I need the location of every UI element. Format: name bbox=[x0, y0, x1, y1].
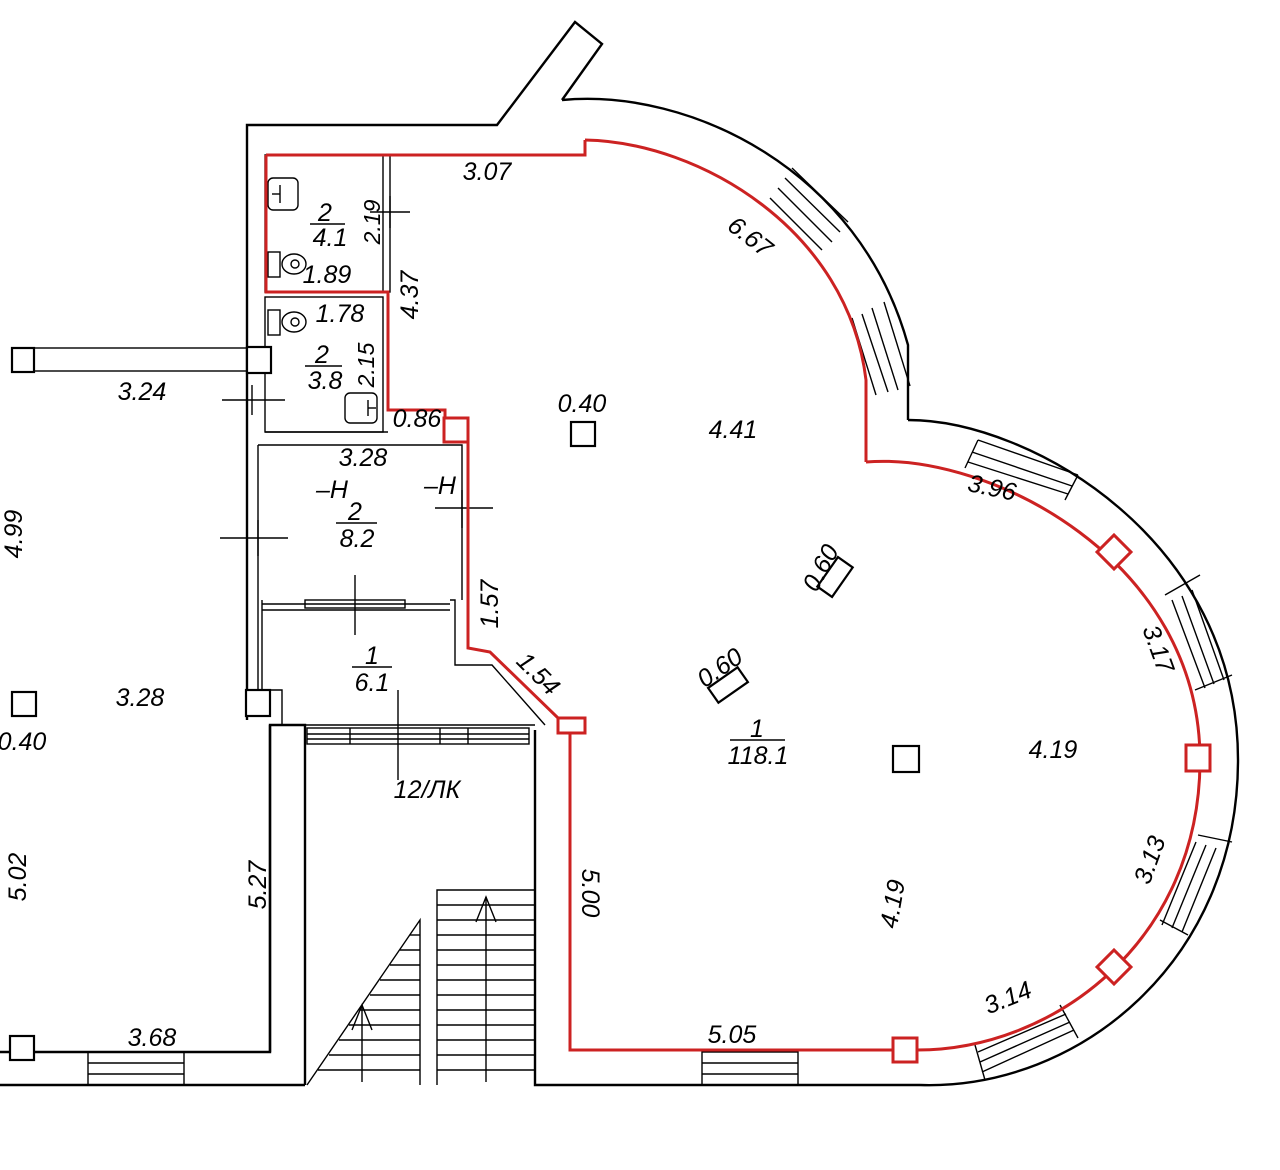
dimension-label: 3.28 bbox=[339, 444, 388, 472]
room-label-vestibule: 1 6.1 bbox=[352, 642, 392, 697]
dimension-label: 5.00 bbox=[576, 869, 604, 918]
section-marks bbox=[220, 196, 493, 780]
stair-treads-left bbox=[318, 934, 420, 1071]
dimension-label: 0.40 bbox=[558, 390, 607, 418]
dimension-label: 3.68 bbox=[128, 1024, 177, 1052]
dimension-label: 0.40 bbox=[0, 728, 46, 756]
room-area: 8.2 bbox=[340, 525, 375, 553]
column bbox=[10, 690, 38, 718]
dimension-label: 1.89 bbox=[303, 261, 352, 289]
boundary-column bbox=[1094, 532, 1134, 572]
toilet-icon bbox=[267, 251, 307, 278]
dimension-label: 5.05 bbox=[708, 1021, 757, 1049]
column bbox=[569, 420, 597, 448]
height-mark: –Н bbox=[315, 476, 349, 504]
dimension-label: 3.24 bbox=[118, 378, 167, 406]
room-number: 2 bbox=[317, 199, 332, 227]
column bbox=[8, 1034, 36, 1062]
premises-boundary bbox=[264, 138, 1212, 1064]
stair-up-arrow-left bbox=[351, 1003, 373, 1082]
room-area: 4.1 bbox=[313, 224, 348, 252]
dimension-label: 5.27 bbox=[244, 860, 272, 910]
room-label-main-hall: 1 118.1 bbox=[728, 715, 789, 770]
dimension-label: 1.54 bbox=[511, 647, 565, 701]
window-4 bbox=[1164, 574, 1233, 691]
dimension-label: 6.67 bbox=[722, 211, 778, 264]
column bbox=[815, 555, 855, 599]
toilet-icon bbox=[267, 309, 307, 336]
dimension-label: 0.86 bbox=[393, 405, 442, 433]
dimension-label: 4.41 bbox=[709, 416, 758, 444]
dimension-label: 1.78 bbox=[316, 300, 365, 328]
boundary-column bbox=[442, 416, 470, 444]
room-number: 2 bbox=[347, 498, 362, 526]
boundary-column bbox=[556, 716, 587, 735]
boundary-column bbox=[891, 1036, 919, 1064]
room-label-wc-upper: 2 4.1 bbox=[310, 199, 347, 252]
windows bbox=[87, 167, 1233, 1086]
room-area: 118.1 bbox=[728, 742, 789, 770]
columns bbox=[8, 345, 921, 1062]
dimension-label: 3.13 bbox=[1129, 832, 1172, 887]
room-label-lobby: 2 8.2 bbox=[336, 498, 377, 553]
column bbox=[245, 345, 273, 375]
column bbox=[706, 665, 750, 705]
window-5 bbox=[1159, 834, 1233, 936]
dimension-label: 3.07 bbox=[463, 158, 513, 186]
dimension-label: 3.17 bbox=[1137, 621, 1180, 677]
dimension-label: 4.19 bbox=[875, 878, 911, 931]
boundary-column bbox=[1094, 947, 1134, 987]
dimension-label: 1.57 bbox=[476, 579, 504, 629]
window-1 bbox=[769, 167, 849, 251]
staircase-label: 12/ЛК bbox=[394, 776, 462, 804]
window-bottom-center bbox=[701, 1051, 799, 1086]
room-area: 6.1 bbox=[355, 669, 390, 697]
dimension-label: 2.15 bbox=[353, 342, 379, 388]
dimension-label: 3.14 bbox=[980, 976, 1036, 1020]
height-mark: –Н bbox=[423, 472, 457, 500]
room-number: 1 bbox=[750, 715, 764, 743]
boundary-column bbox=[1184, 743, 1212, 773]
window-6 bbox=[974, 1004, 1079, 1081]
window-2 bbox=[851, 301, 911, 396]
window-3 bbox=[964, 439, 1079, 501]
column bbox=[891, 744, 921, 774]
dimension-label: 4.19 bbox=[1029, 736, 1078, 764]
washbasin-icon bbox=[267, 177, 299, 211]
window-bottom-left bbox=[87, 1051, 185, 1086]
staircase bbox=[306, 889, 535, 1086]
dimension-label: 4.99 bbox=[0, 510, 28, 559]
dimensions: 3.07 6.67 2.19 1.89 4.37 1.78 2.15 3.24 … bbox=[0, 158, 1180, 1052]
column bbox=[244, 688, 272, 718]
dimension-label: 4.37 bbox=[396, 270, 424, 320]
room-number: 1 bbox=[365, 642, 379, 670]
dimension-label: 5.02 bbox=[4, 853, 32, 902]
washbasin-icon bbox=[344, 392, 378, 424]
partitions bbox=[257, 154, 546, 726]
window-stair-top bbox=[306, 727, 530, 745]
outer-walls bbox=[0, 20, 1240, 1087]
dimension-label: 2.19 bbox=[359, 199, 385, 245]
room-label-wc-lower: 2 3.8 bbox=[305, 341, 342, 395]
room-number: 2 bbox=[314, 341, 329, 369]
fixtures bbox=[267, 177, 378, 424]
column bbox=[10, 346, 36, 374]
room-area: 3.8 bbox=[308, 367, 343, 395]
dimension-label: 3.96 bbox=[965, 469, 1019, 507]
dimension-label: 3.28 bbox=[116, 684, 165, 712]
stair-up-arrow-right bbox=[475, 895, 497, 1082]
